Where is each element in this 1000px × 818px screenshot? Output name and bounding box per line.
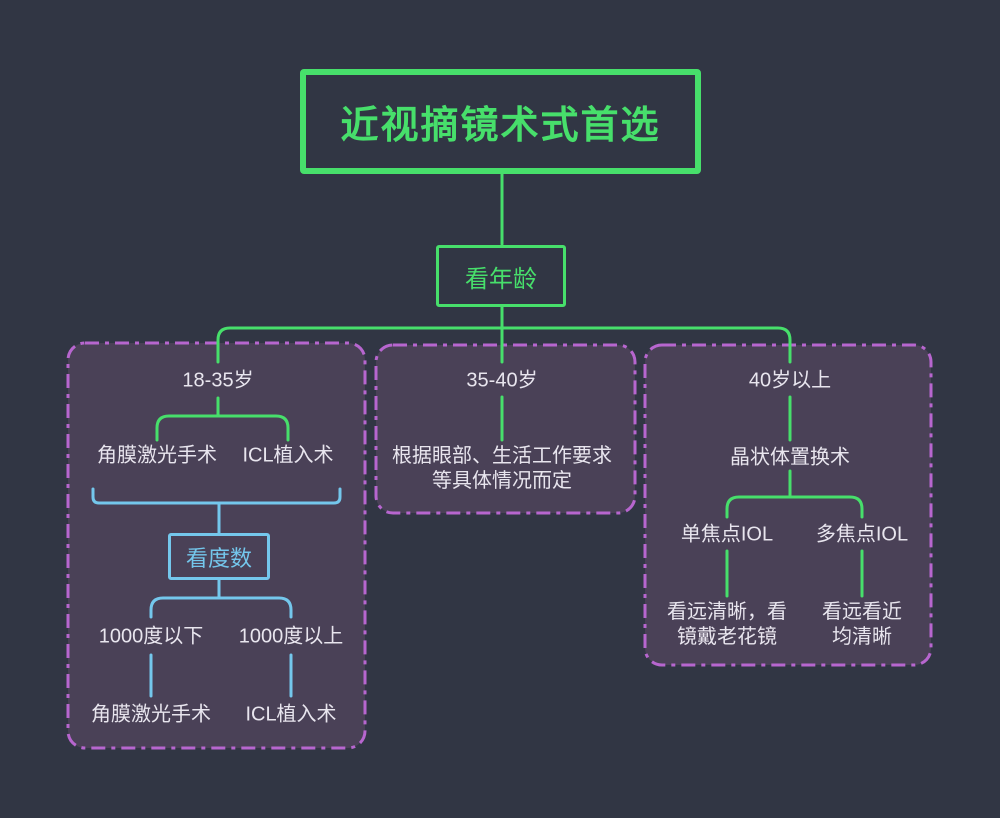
label-degree-below-1000[interactable]: 1000度以下 (98, 625, 204, 648)
connector-gather-bracket (91, 487, 342, 505)
group-panel-40-plus[interactable] (643, 343, 933, 667)
label-laser-option[interactable]: 角膜激光手术 (97, 444, 217, 467)
connector-rail (216, 326, 792, 364)
label-age-40-plus[interactable]: 40岁以上 (748, 369, 832, 392)
label-laser-result[interactable]: 角膜激光手术 (91, 703, 211, 726)
label-single-iol-outcome[interactable]: 看远清晰，看 镜戴老花镜 (667, 601, 787, 648)
label-icl-result[interactable]: ICL植入术 (245, 703, 337, 726)
label-multi-focus-iol[interactable]: 多焦点IOL (815, 523, 909, 546)
label-case-by-case[interactable]: 根据眼部、生活工作要求 等具体情况而定 (392, 445, 612, 492)
degree-decision-node[interactable]: 看度数 (168, 533, 270, 580)
label-age-35-40[interactable]: 35-40岁 (466, 369, 538, 392)
connector-1835-bracket (155, 414, 290, 442)
connector-degree-bracket (149, 596, 293, 619)
label-icl-option[interactable]: ICL植入术 (242, 444, 334, 467)
label-degree-above-1000[interactable]: 1000度以上 (238, 625, 344, 648)
root-node[interactable]: 近视摘镜术式首选 (300, 69, 701, 174)
label-age-18-35[interactable]: 18-35岁 (182, 369, 254, 392)
connector-iol-bracket (725, 495, 864, 519)
label-lens-replacement[interactable]: 晶状体置换术 (730, 446, 850, 469)
age-decision-node[interactable]: 看年龄 (436, 245, 566, 307)
label-single-focus-iol[interactable]: 单焦点IOL (680, 523, 774, 546)
group-panel-35-40[interactable] (374, 343, 637, 515)
label-multi-iol-outcome[interactable]: 看远看近 均清晰 (822, 601, 902, 648)
